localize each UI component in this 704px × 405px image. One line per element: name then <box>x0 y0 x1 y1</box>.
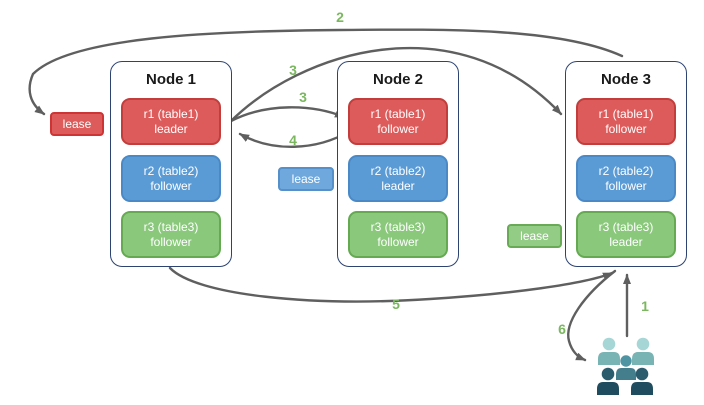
arrow-step-5-node1-to-node3 <box>168 266 614 303</box>
replica-role: follower <box>605 121 647 136</box>
replica-role: follower <box>150 234 192 249</box>
node-2-replica-r3: r3 (table3) follower <box>348 211 448 258</box>
replica-role: follower <box>377 234 419 249</box>
replica-label: r3 (table3) <box>370 219 426 234</box>
users-group-icon <box>597 337 654 395</box>
node-2-replica-r2: r2 (table2) leader <box>348 155 448 202</box>
node-3-replica-r2: r2 (table2) follower <box>576 155 676 202</box>
arrow-step-6-node3-to-clients <box>567 269 617 362</box>
node-1-replica-r2: r2 (table2) follower <box>121 155 221 202</box>
replica-role: follower <box>150 178 192 193</box>
lease-badge-table3: lease <box>507 224 562 248</box>
node-3-replica-r1: r1 (table1) follower <box>576 98 676 145</box>
node-1-title: Node 1 <box>145 71 196 88</box>
arrow-step-3-node1-to-node2 <box>229 106 346 123</box>
replica-label: r2 (table2) <box>370 163 426 178</box>
lease-badge-table1: lease <box>50 112 104 136</box>
lease-badge-table2: lease <box>278 167 334 191</box>
replica-label: r3 (table3) <box>598 219 654 234</box>
replica-role: follower <box>377 121 419 136</box>
node-2: Node 2 r1 (table1) follower r2 (table2) … <box>337 61 459 267</box>
node-2-title: Node 2 <box>372 71 423 88</box>
node-1-replica-r3: r3 (table3) follower <box>121 211 221 258</box>
step-1-label: 1 <box>641 298 649 314</box>
step-4-label: 4 <box>289 132 297 148</box>
step-3-label-a: 3 <box>289 62 297 78</box>
node-2-replica-r1: r1 (table1) follower <box>348 98 448 145</box>
step-3-label-b: 3 <box>299 89 307 105</box>
replica-role: leader <box>154 121 188 136</box>
replica-label: r1 (table1) <box>143 106 199 121</box>
replica-label: r1 (table1) <box>370 106 426 121</box>
node-3: Node 3 r1 (table1) follower r2 (table2) … <box>565 61 687 267</box>
node-3-replica-r3: r3 (table3) leader <box>576 211 676 258</box>
node-1-replica-r1: r1 (table1) leader <box>121 98 221 145</box>
node-3-title: Node 3 <box>600 71 651 88</box>
replica-label: r3 (table3) <box>143 219 199 234</box>
step-2-label: 2 <box>336 9 344 25</box>
replica-label: r2 (table2) <box>598 163 654 178</box>
node-1: Node 1 r1 (table1) leader r2 (table2) fo… <box>110 61 232 267</box>
replica-role: leader <box>609 234 643 249</box>
step-5-label: 5 <box>392 296 400 312</box>
step-6-label: 6 <box>558 321 566 337</box>
replica-role: leader <box>381 178 415 193</box>
replica-role: follower <box>605 178 647 193</box>
replica-label: r1 (table1) <box>598 106 654 121</box>
replica-label: r2 (table2) <box>143 163 199 178</box>
